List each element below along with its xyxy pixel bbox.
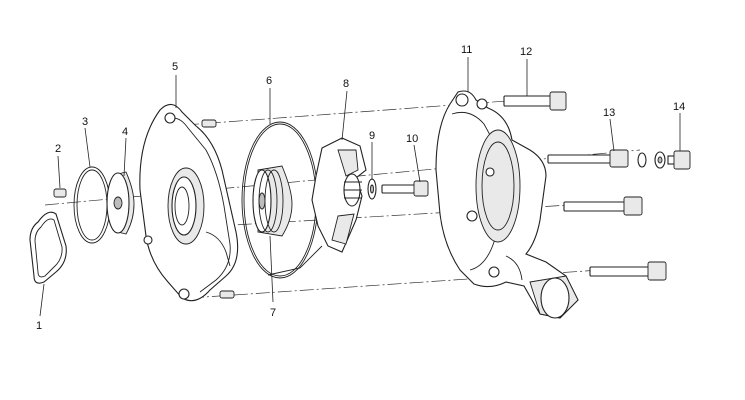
part-7-mech-seal xyxy=(252,165,293,237)
part-8-impeller xyxy=(311,137,367,253)
callout-5: 5 xyxy=(172,61,178,73)
callout-6: 6 xyxy=(266,75,272,87)
part-12-bolt xyxy=(503,91,567,111)
callout-11: 11 xyxy=(461,44,472,56)
axis-top xyxy=(184,99,521,126)
callout-10: 10 xyxy=(406,133,418,145)
callout-3: 3 xyxy=(82,116,88,128)
part-3-o-ring xyxy=(73,166,111,244)
leader-lines xyxy=(39,57,681,317)
callout-14: 14 xyxy=(673,101,685,113)
part-5-cover-plate xyxy=(139,103,239,302)
callout-4: 4 xyxy=(122,126,128,138)
part-13-long-bolts xyxy=(547,149,667,281)
part-11-pump-housing xyxy=(435,90,579,319)
part-10-bolt xyxy=(381,180,429,197)
callout-2: 2 xyxy=(55,143,61,155)
callout-labels: 1 2 3 4 5 6 7 8 9 10 11 12 13 14 xyxy=(36,44,685,332)
callout-12: 12 xyxy=(520,46,532,58)
part-14-bolt-washers xyxy=(637,150,691,170)
callout-1: 1 xyxy=(36,320,42,332)
callout-9: 9 xyxy=(369,130,375,142)
callout-8: 8 xyxy=(343,78,349,90)
part-4-shaft-seal xyxy=(106,171,135,235)
callout-13: 13 xyxy=(603,107,615,119)
callout-7: 7 xyxy=(270,307,276,319)
part-9-washer xyxy=(367,178,377,200)
part-1-gasket xyxy=(29,211,67,284)
part-2-pin xyxy=(53,188,67,198)
